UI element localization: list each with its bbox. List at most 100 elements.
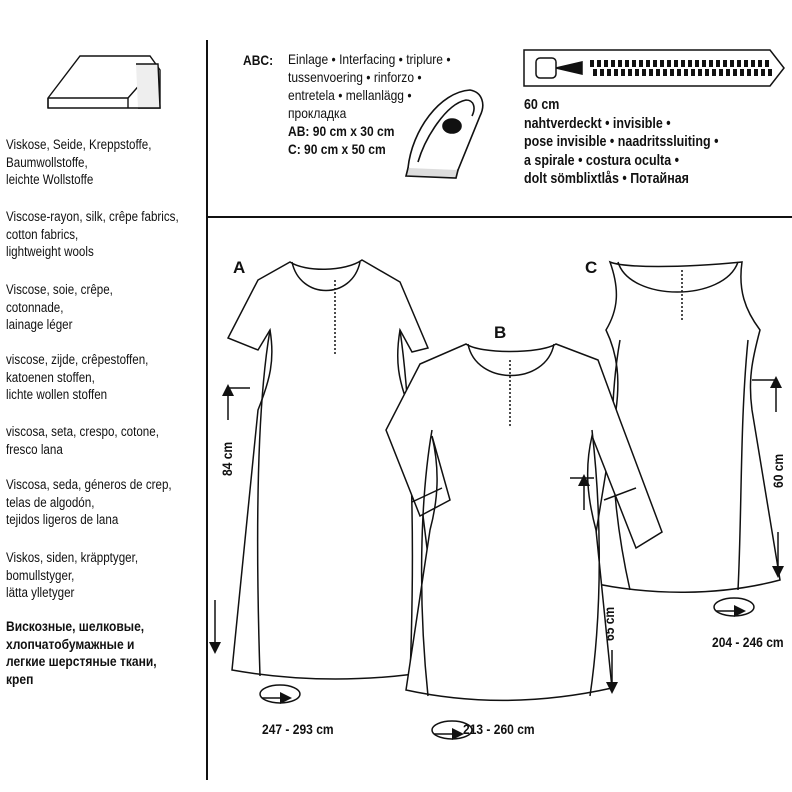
zipper-tooth bbox=[614, 69, 618, 76]
view-c-hem: 204 - 246 cm bbox=[712, 634, 784, 650]
zipper-tooth bbox=[642, 69, 646, 76]
zipper-text: 60 cm nahtverdeckt • invisible • pose in… bbox=[524, 96, 718, 189]
zipper-line: pose invisible • naadritssluiting • bbox=[524, 134, 719, 150]
fabric-line: Viskos, siden, kräpptyger, bbox=[6, 550, 139, 565]
zipper-tooth bbox=[740, 69, 744, 76]
view-a-letter: A bbox=[233, 258, 246, 277]
zipper-tooth bbox=[751, 60, 755, 67]
fabric-line: tejidos ligeros de lana bbox=[6, 512, 119, 527]
zipper-tooth bbox=[590, 60, 594, 67]
zipper-tooth bbox=[768, 69, 772, 76]
fabric-block-de: Viskose, Seide, Kreppstoffe, Baumwollstof… bbox=[6, 136, 151, 189]
fabric-block-en: Viscose-rayon, silk, crêpe fabrics, cotto… bbox=[6, 208, 179, 261]
zipper-line: a spirale • costura oculta • bbox=[524, 152, 679, 169]
fabric-block-sv: Viskos, siden, kräpptyger,bomullstyger,l… bbox=[6, 549, 138, 602]
fabric-line: Viscose, soie, crêpe, bbox=[6, 282, 113, 297]
interfacing-size-ab: AB: 90 cm x 30 cm bbox=[288, 123, 395, 139]
zipper-line: nahtverdeckt • invisible • bbox=[524, 115, 671, 132]
zipper-tooth bbox=[758, 60, 762, 67]
zipper-tooth bbox=[691, 69, 695, 76]
zipper-tooth bbox=[604, 60, 608, 67]
dress-a-drawing bbox=[226, 259, 443, 680]
zipper-icon bbox=[523, 49, 785, 87]
zipper-tooth bbox=[681, 60, 685, 67]
interfacing-line: tussenvoering • rinforzo • bbox=[288, 69, 422, 85]
fabric-line: lichte wollen stoffen bbox=[6, 387, 108, 402]
fabric-line: fresco lana bbox=[6, 441, 63, 457]
zipper-length: 60 cm bbox=[524, 97, 560, 113]
zipper-tooth bbox=[660, 60, 664, 67]
zipper-tooth bbox=[600, 69, 604, 76]
zipper-tooth bbox=[702, 60, 706, 67]
length-arrow-icon bbox=[209, 376, 784, 694]
interfacing-views-label: ABC: bbox=[243, 52, 274, 68]
zipper-tooth bbox=[723, 60, 727, 67]
zipper-tooth bbox=[726, 69, 730, 76]
fabric-line: Viscose-rayon, silk, crêpe fabrics, bbox=[6, 209, 179, 224]
interfacing-text: Einlage • Interfacing • triplure • tusse… bbox=[288, 50, 451, 158]
interfacing-line: прокладка bbox=[288, 105, 347, 121]
zipper-tooth bbox=[754, 69, 758, 76]
vertical-divider bbox=[206, 40, 208, 780]
fabric-line: Viscosa, seda, géneros de crep, bbox=[6, 477, 172, 492]
zipper-tooth bbox=[716, 60, 720, 67]
view-b-hem: 213 - 260 cm bbox=[463, 721, 535, 737]
fabric-line: Viskose, Seide, Kreppstoffe, bbox=[6, 137, 152, 152]
zipper-tooth bbox=[597, 60, 601, 67]
zipper-tooth bbox=[653, 60, 657, 67]
fabric-line: легкие шерстяные ткани, bbox=[6, 653, 157, 669]
zipper-tooth bbox=[649, 69, 653, 76]
zipper-tooth bbox=[625, 60, 629, 67]
zipper-tooth bbox=[688, 60, 692, 67]
zipper-tooth bbox=[628, 69, 632, 76]
zipper-tooth bbox=[684, 69, 688, 76]
interfacing-line: Einlage • Interfacing • triplure • bbox=[288, 51, 451, 67]
fabric-block-nl: viscose, zijde, crêpestoffen,katoenen st… bbox=[6, 351, 148, 404]
fabric-line: viscosa, seta, crespo, cotone, bbox=[6, 424, 159, 439]
zipper-tooth bbox=[632, 60, 636, 67]
fabric-line: leichte Wollstoffe bbox=[6, 172, 94, 187]
zipper-tooth bbox=[611, 60, 615, 67]
zipper-tooth bbox=[719, 69, 723, 76]
fabric-line: lightweight wools bbox=[6, 244, 94, 259]
zipper-tooth bbox=[670, 69, 674, 76]
zipper-tooth bbox=[733, 69, 737, 76]
fabric-line: Вискозные, шелковые, bbox=[6, 618, 145, 634]
fabric-line: хлопчатобумажные и bbox=[6, 635, 135, 652]
fabric-bolt-icon bbox=[47, 55, 161, 109]
zipper-tooth bbox=[712, 69, 716, 76]
zipper-tooth bbox=[730, 60, 734, 67]
zipper-tooth bbox=[635, 69, 639, 76]
fabric-line: lainage léger bbox=[6, 317, 73, 332]
fabric-block-es: Viscosa, seda, géneros de crep, telas de … bbox=[6, 476, 172, 529]
zipper-tooth bbox=[705, 69, 709, 76]
fabric-block-fr: Viscose, soie, crêpe,cotonnade,lainage l… bbox=[6, 281, 113, 334]
fabric-line: Baumwollstoffe, bbox=[6, 154, 88, 170]
fabric-line: cotton fabrics, bbox=[6, 226, 79, 242]
view-a-hem: 247 - 293 cm bbox=[262, 721, 334, 737]
fabric-line: bomullstyger, bbox=[6, 567, 75, 583]
zipper-tooth bbox=[765, 60, 769, 67]
view-c-letter: C bbox=[585, 258, 598, 277]
zipper-line: dolt sömblixtlås • Потайная bbox=[524, 171, 689, 187]
zipper-tooth bbox=[674, 60, 678, 67]
interfacing-line: entretela • mellanlägg • bbox=[288, 87, 412, 103]
zipper-tooth bbox=[593, 69, 597, 76]
view-b-letter: B bbox=[494, 323, 507, 342]
fabric-line: telas de algodón, bbox=[6, 494, 95, 510]
zipper-tooth bbox=[744, 60, 748, 67]
zipper-tooth bbox=[639, 60, 643, 67]
zipper-tooth bbox=[747, 69, 751, 76]
zipper-tooth bbox=[621, 69, 625, 76]
iron-icon bbox=[404, 89, 484, 179]
zipper-tooth bbox=[677, 69, 681, 76]
hem-circumference-icon bbox=[259, 597, 755, 740]
zipper-tooth bbox=[646, 60, 650, 67]
zipper-tooth bbox=[709, 60, 713, 67]
zipper-tooth bbox=[607, 69, 611, 76]
zipper-tooth bbox=[698, 69, 702, 76]
zipper-tooth bbox=[663, 69, 667, 76]
fabric-block-it: viscosa, seta, crespo, cotone, fresco lan… bbox=[6, 423, 159, 458]
